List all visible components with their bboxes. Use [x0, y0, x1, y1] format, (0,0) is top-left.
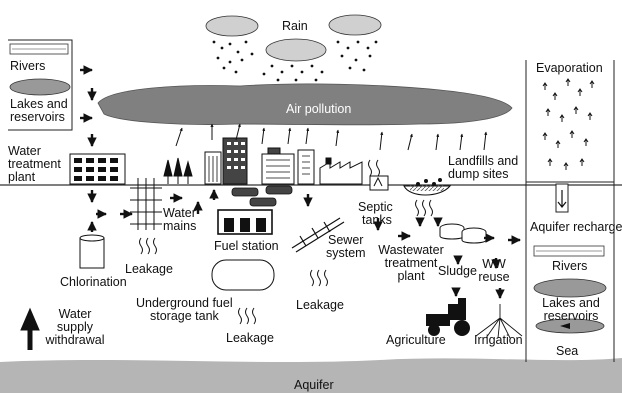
- building-windows: [227, 142, 245, 169]
- lakes-right-label-1: Lakes and: [542, 296, 600, 310]
- trees: [163, 157, 193, 184]
- water-mains-label-1: Water: [163, 206, 196, 220]
- rivers-left-label: Rivers: [10, 59, 46, 73]
- leakage-label-3: Leakage: [226, 331, 274, 345]
- water-mains-label-2: mains: [163, 219, 197, 233]
- water-treatment-plant: [69, 153, 126, 185]
- lakes-left-label-1: Lakes and: [10, 97, 68, 111]
- aquifer-label: Aquifer: [294, 378, 334, 392]
- leakage-marks: [139, 159, 433, 325]
- lakes-left-label-2: reservoirs: [10, 110, 65, 124]
- air-pollution-label: Air pollution: [286, 102, 352, 116]
- wastewater-label-3: plant: [397, 269, 425, 283]
- underground-tank-label-1: Underground fuel: [136, 296, 233, 310]
- sewer-label-2: system: [326, 246, 366, 260]
- underground-tank-label-2: storage tank: [150, 309, 219, 323]
- sea-label: Sea: [556, 344, 579, 358]
- water-supply-label-1: Water: [58, 307, 92, 321]
- agriculture-label: Agriculture: [386, 333, 446, 347]
- flow-arrows: [80, 65, 521, 299]
- chlorination-tank-icon: [79, 234, 105, 269]
- landfills-label-1: Landfills and: [448, 154, 519, 168]
- landfill-icon: [403, 178, 452, 196]
- irrigation-label: Irrigation: [474, 333, 523, 347]
- ww-reuse-label-2: reuse: [478, 270, 510, 284]
- wastewater-tanks-icon: [439, 223, 487, 244]
- rain-drops: [212, 40, 378, 82]
- water-supply-arrow: [20, 307, 40, 350]
- irrigation-icon: [475, 304, 523, 339]
- fuel-station-icon: [217, 209, 273, 235]
- ww-reuse-label-1: WW: [482, 257, 506, 271]
- evaporation-label: Evaporation: [536, 61, 603, 75]
- building-grid-marks: [208, 155, 310, 182]
- septic-label-1: Septic: [358, 200, 393, 214]
- leakage-label-2: Leakage: [296, 298, 344, 312]
- sludge-label: Sludge: [438, 264, 477, 278]
- septic-label-2: tanks: [362, 213, 392, 227]
- water-supply-label-3: withdrawal: [45, 333, 105, 347]
- aquifer-recharge-label: Aquifer recharge: [530, 220, 622, 234]
- wastewater-label-2: treatment: [384, 256, 438, 270]
- water-mains-grid: [130, 178, 162, 230]
- chlorination-label: Chlorination: [60, 275, 127, 289]
- rain-label: Rain: [282, 19, 308, 33]
- landfills-label-2: dump sites: [448, 167, 509, 181]
- wastewater-label-1: Wastewater: [378, 243, 444, 257]
- rivers-right-label: Rivers: [552, 259, 588, 273]
- water-supply-label-2: supply: [56, 320, 94, 334]
- aquifer-band: [0, 358, 622, 393]
- cars: [231, 185, 293, 207]
- septic-tank-icon: [369, 175, 389, 191]
- underground-tank-icon: [211, 259, 275, 291]
- water-treatment-label-3: plant: [8, 170, 36, 184]
- left-source-box: [8, 39, 73, 131]
- water-treatment-label-2: treatment: [8, 157, 61, 171]
- rain-clouds: [205, 14, 382, 62]
- sewer-pipes: [291, 217, 345, 253]
- leakage-label-1: Leakage: [125, 262, 173, 276]
- evaporation-arrows: [542, 78, 595, 170]
- lakes-right-label-2: reservoirs: [543, 309, 599, 323]
- tractor-icon: [426, 298, 470, 336]
- right-panel: [525, 60, 615, 362]
- fuel-station-label: Fuel station: [214, 239, 279, 253]
- sewer-label-1: Sewer: [328, 233, 364, 247]
- water-treatment-label-1: Water: [8, 144, 41, 158]
- pollution-arrows: [175, 123, 488, 151]
